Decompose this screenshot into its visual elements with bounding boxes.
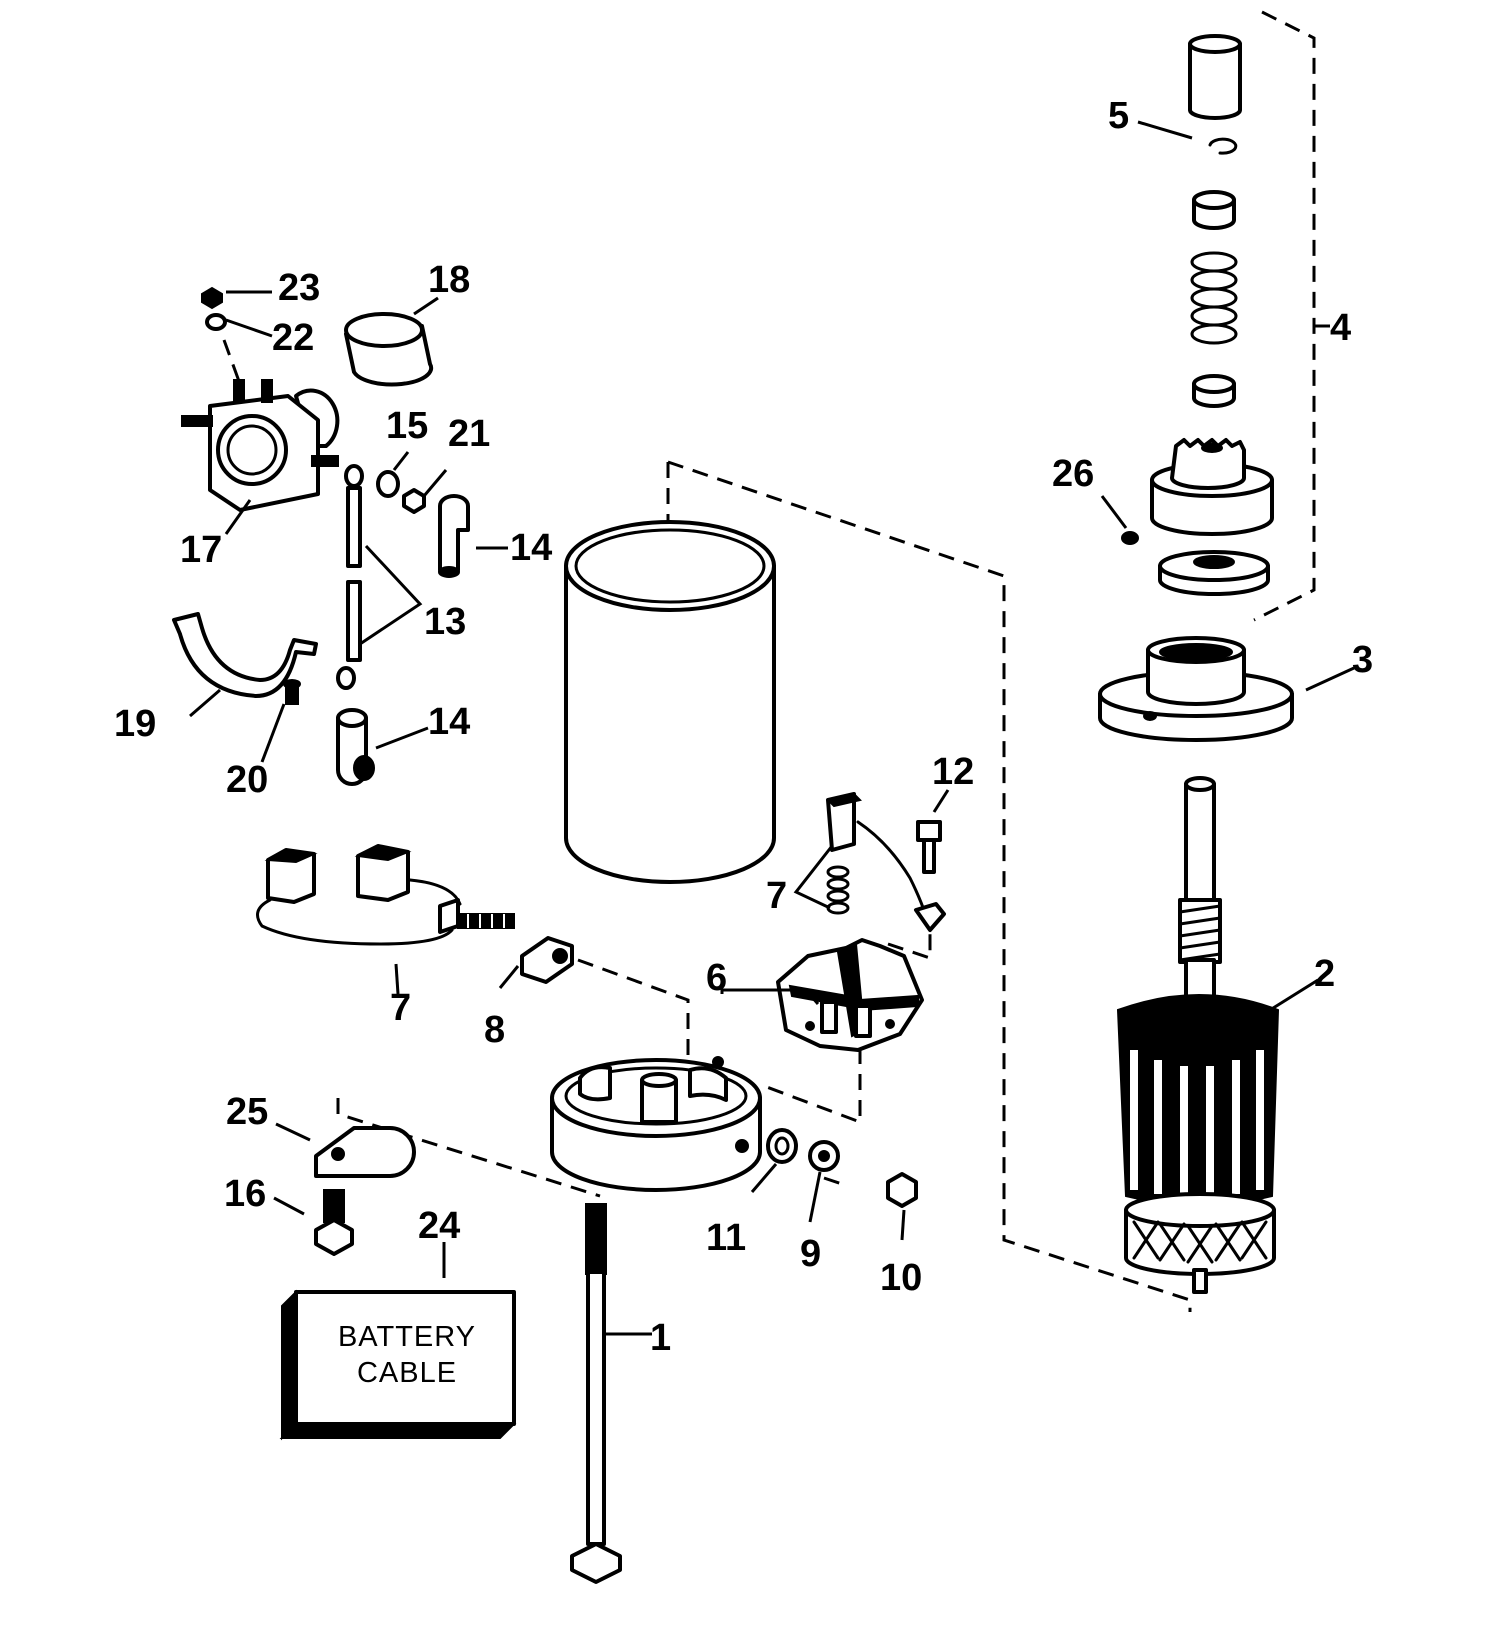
brush-terminal: [914, 902, 946, 932]
callout-5: 5: [1108, 95, 1129, 137]
callout-7-right: 7: [766, 875, 787, 917]
callout-23: 23: [278, 267, 320, 309]
leader-lines: [189, 120, 1355, 1336]
nut-10: [886, 1172, 918, 1208]
brush-spring: [826, 865, 850, 915]
callout-9: 9: [800, 1233, 821, 1275]
callouts: 1 2 3 4 5 6 7 7 8 9 10 11 12 13 14 14 15…: [114, 95, 1373, 1359]
brush-set-left: [256, 844, 515, 946]
armature-core: [1116, 994, 1280, 1206]
callout-6: 6: [706, 957, 727, 999]
lockwasher-11: [766, 1128, 798, 1164]
lockwasher-22: [205, 313, 227, 331]
callout-22: 22: [272, 317, 314, 359]
pinion-gear: [1150, 438, 1274, 536]
callout-12: 12: [932, 751, 974, 793]
nut-21: [402, 488, 426, 514]
callout-10: 10: [880, 1257, 922, 1299]
callout-18: 18: [428, 259, 470, 301]
callout-15: 15: [386, 405, 428, 447]
screw-12: [916, 820, 942, 874]
callout-19: 19: [114, 703, 156, 745]
battery-box-line2: CABLE: [357, 1357, 457, 1389]
brush-plate: [776, 938, 924, 1052]
callout-3: 3: [1352, 639, 1373, 681]
terminal-boot-14-top: [438, 494, 470, 578]
callout-4: 4: [1330, 307, 1351, 349]
callout-25: 25: [226, 1091, 268, 1133]
drive-cap: [1188, 42, 1242, 120]
callout-26: 26: [1052, 453, 1094, 495]
callout-16: 16: [224, 1173, 266, 1215]
callout-8: 8: [484, 1009, 505, 1051]
callout-1: 1: [650, 1317, 671, 1359]
cable-13: [336, 464, 364, 690]
solenoid-17: [181, 379, 340, 512]
battery-cable-box: BATTERY CABLE: [279, 1289, 517, 1441]
armature-laminations: [1130, 1050, 1264, 1196]
boot-18: [344, 312, 434, 387]
armature: [1116, 776, 1280, 1294]
drive-spring: [1190, 251, 1238, 345]
callout-13: 13: [424, 601, 466, 643]
callout-17: 17: [180, 529, 222, 571]
bolt-16: [314, 1189, 354, 1256]
thrust-washer: [1158, 550, 1270, 596]
callout-11: 11: [706, 1217, 746, 1259]
callout-7-left: 7: [390, 987, 411, 1029]
nut-23: [201, 286, 223, 310]
lockwasher-15: [376, 470, 400, 498]
brush-and-spring: [826, 792, 946, 932]
cable-clamp-25: [314, 1126, 416, 1178]
through-bolt-1: [570, 1203, 622, 1584]
drive-assembly: [1121, 34, 1274, 596]
commutator-end-cap: [550, 1056, 762, 1192]
small-nut-26: [1121, 531, 1139, 545]
battery-box-line1: BATTERY: [338, 1321, 476, 1353]
callout-20: 20: [226, 759, 268, 801]
bracket-19: [172, 612, 318, 698]
bolt-20: [283, 679, 301, 705]
terminal-boot-14-bottom: [336, 708, 375, 786]
drive-end-cap: [1098, 636, 1294, 742]
insulator-block-8: [520, 936, 574, 984]
retaining-ring: [1208, 137, 1238, 155]
shaft-helix: [1178, 898, 1222, 964]
armature-shaft-top: [1184, 782, 1216, 904]
callout-14-top: 14: [510, 527, 552, 569]
callout-14-bottom: 14: [428, 701, 470, 743]
frame-housing: [564, 520, 776, 884]
brush-terminal-stud: [457, 913, 515, 929]
hardware-9-10-11: [766, 1128, 918, 1208]
callout-24: 24: [418, 1205, 460, 1247]
callout-2: 2: [1314, 953, 1335, 995]
commutator: [1124, 1192, 1276, 1276]
callout-21: 21: [448, 413, 490, 455]
